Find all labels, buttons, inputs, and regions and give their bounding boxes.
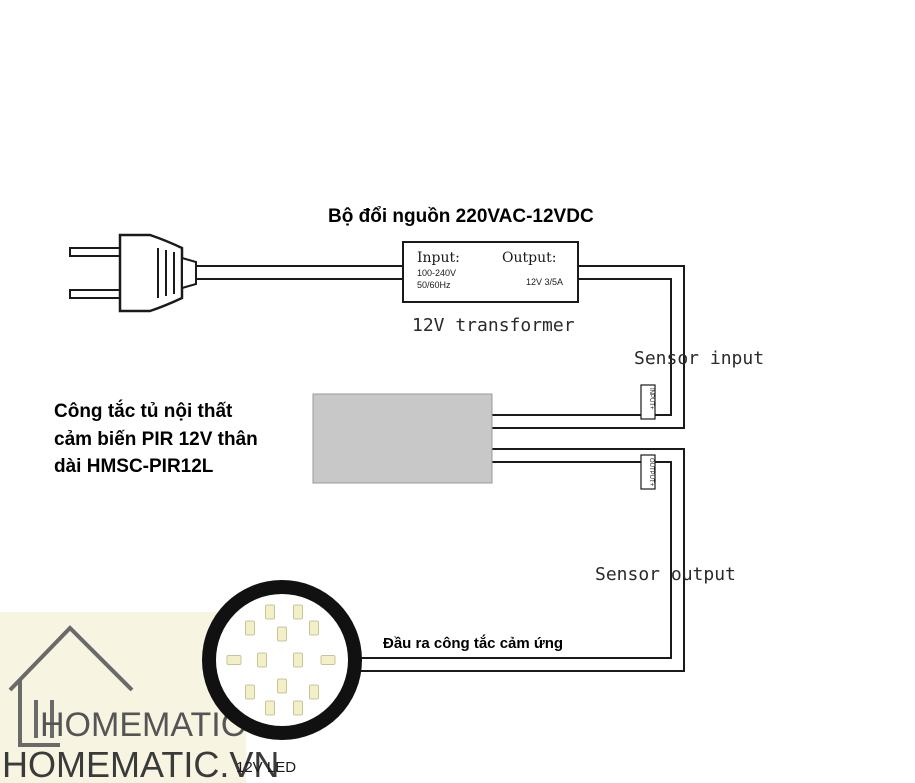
led-chip [309,684,319,700]
led-label: 12V LED [236,759,296,776]
led-chip [226,655,242,665]
led-light-icon [202,580,362,740]
sensor-input-label: Sensor input [634,348,764,369]
transformer-caption: 12V transformer [412,315,575,336]
led-chip [245,684,255,700]
product-name-line-3: dài HMSC-PIR12L [54,456,214,477]
led-chip [257,652,267,668]
led-chip [265,700,275,716]
led-chip [293,652,303,668]
watermark-logo-text: HOMEMATIC [40,706,245,744]
led-chip [309,620,319,636]
output-connector: OUTPUT+ [640,454,656,490]
power-plug-icon [69,233,197,313]
watermark-site: HOMEMATIC.VN [2,744,279,783]
sensor-output-cable [358,448,685,672]
led-chip [245,620,255,636]
led-chip [277,678,287,694]
pir-sensor-box [312,393,493,484]
output-connector-label: OUTPUT+ [648,458,654,487]
transformer-input-header: Input: [417,250,460,266]
led-chip [293,700,303,716]
ac-cable [196,265,403,280]
led-chip [293,604,303,620]
led-chip [277,626,287,642]
led-chip [320,655,336,665]
product-name-line-1: Công tắc tủ nội thất [54,400,233,422]
led-chip [265,604,275,620]
transformer-output-header: Output: [502,250,556,266]
sensor-input-cable [492,265,685,429]
transformer-box: Input: 100-240V 50/60Hz Output: 12V 3/5A [402,241,579,303]
input-connector-label: INPUT+ [648,388,654,410]
transformer-output-spec: 12V 3/5A [526,277,563,287]
transformer-input-voltage: 100-240V [417,268,456,278]
switch-output-label: Đầu ra công tắc cảm ứng [383,634,563,652]
diagram-title: Bộ đổi nguồn 220VAC-12VDC [328,206,594,227]
input-connector: INPUT+ [640,384,656,420]
house-icon [8,625,134,747]
led-chip-group [226,604,336,716]
sensor-output-label: Sensor output [595,564,736,585]
transformer-input-frequency: 50/60Hz [417,280,451,290]
product-name-line-2: cảm biến PIR 12V thân [54,429,258,450]
